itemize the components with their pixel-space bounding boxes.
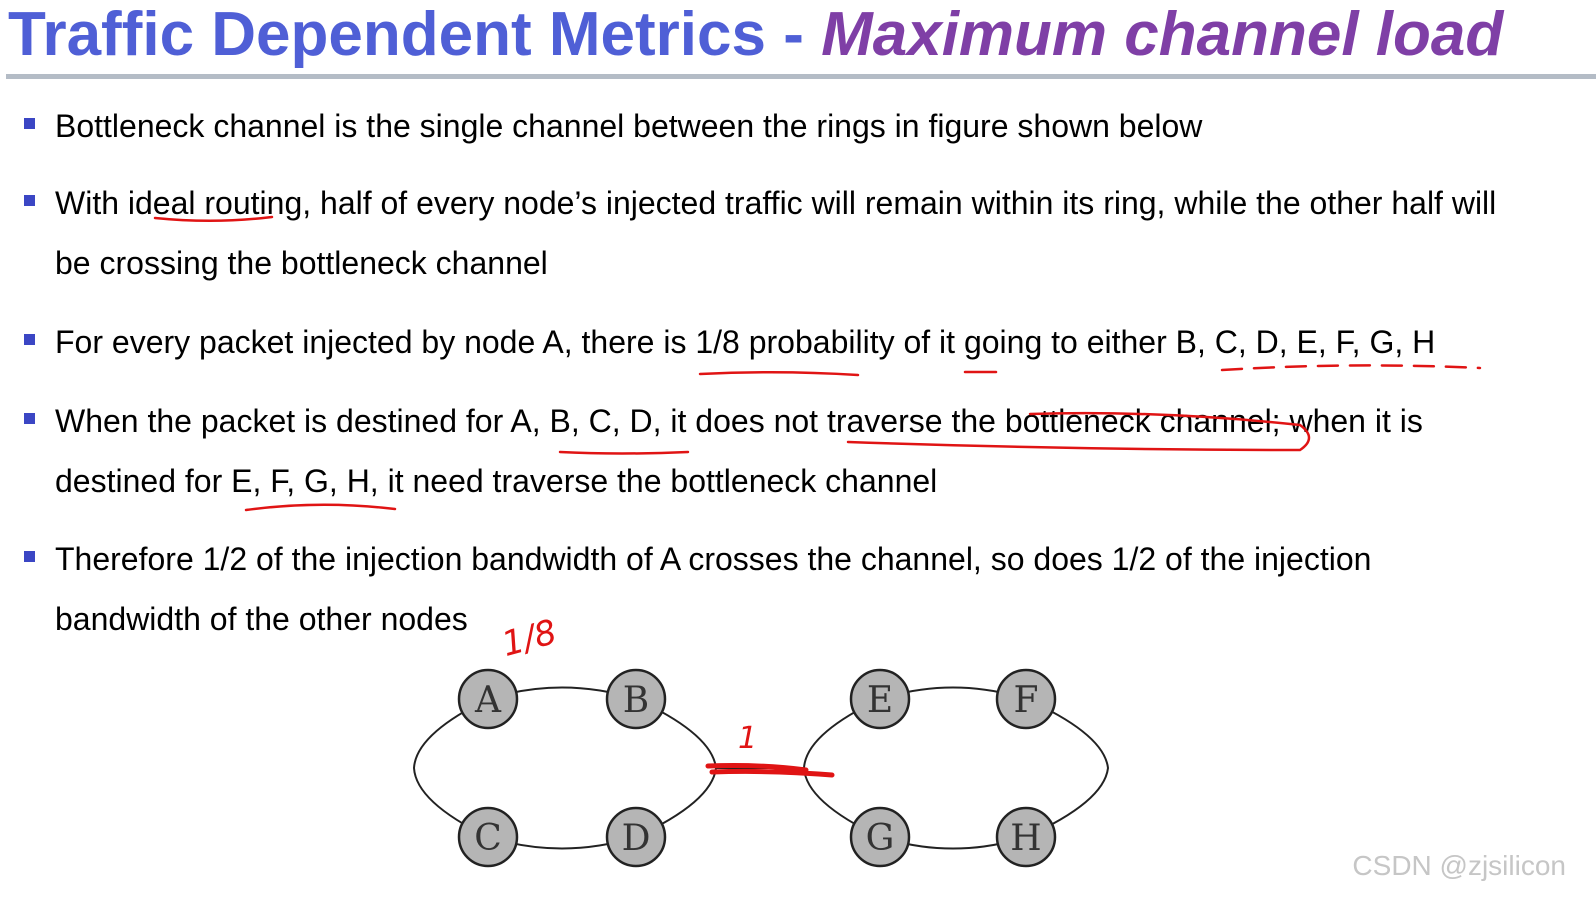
bullet-item-5: Therefore 1/2 of the injection bandwidth…: [24, 529, 1585, 649]
title-main: Traffic Dependent Metrics: [8, 0, 766, 69]
bullet-2-line-1: With ideal routing, half of every node’s…: [55, 185, 1497, 221]
title-subtitle: Maximum channel load: [821, 0, 1504, 69]
bullet-marker: [24, 334, 35, 345]
node-c: C: [457, 806, 519, 868]
node-a: A: [457, 668, 519, 730]
node-e: E: [849, 668, 911, 730]
bullet-1-line-1: Bottleneck channel is the single channel…: [55, 108, 1203, 144]
bullet-4-line-2: destined for E, F, G, H, it need travers…: [55, 463, 938, 499]
bullet-5-line-1: Therefore 1/2 of the injection bandwidth…: [55, 541, 1372, 577]
slide-title: Traffic Dependent Metrics - Maximum chan…: [8, 0, 1503, 70]
bullet-4-line-1: When the packet is destined for A, B, C,…: [55, 403, 1423, 439]
bullet-5-line-2: bandwidth of the other nodes: [55, 601, 468, 637]
watermark: CSDN @zjsilicon: [1352, 850, 1566, 881]
two-ring-network-figure: A B C D E F G H: [412, 668, 1110, 868]
node-label: A: [474, 680, 502, 721]
node-d: D: [605, 806, 667, 868]
bullet-item-1: Bottleneck channel is the single channel…: [24, 96, 1585, 156]
bullet-3-line-1: For every packet injected by node A, the…: [55, 324, 1436, 360]
title-separator: -: [765, 0, 822, 69]
underline-probability: [698, 370, 860, 377]
bullet-item-2: With ideal routing, half of every node’s…: [24, 173, 1585, 293]
node-label: C: [474, 818, 502, 859]
node-h: H: [995, 806, 1057, 868]
left-ring: [412, 686, 718, 850]
bullet-marker: [24, 413, 35, 424]
right-ring: [802, 686, 1110, 850]
bullet-marker: [24, 118, 35, 129]
bullet-marker: [24, 195, 35, 206]
node-label: G: [866, 818, 895, 859]
right-ring-outer-arc: [1025, 698, 1110, 838]
node-label: B: [623, 680, 649, 721]
node-g: G: [849, 806, 911, 868]
bullet-marker: [24, 551, 35, 562]
bullet-item-3: For every packet injected by node A, the…: [24, 312, 1585, 372]
title-divider: [6, 74, 1596, 79]
bullet-2-line-2: be crossing the bottleneck channel: [55, 245, 548, 281]
node-label: D: [622, 818, 651, 859]
node-b: B: [605, 668, 667, 730]
node-label: E: [867, 680, 893, 721]
bullet-item-4: When the packet is destined for A, B, C,…: [24, 391, 1585, 511]
node-label: F: [1014, 680, 1039, 721]
left-ring-outer-arc: [412, 698, 489, 838]
node-f: F: [995, 668, 1057, 730]
node-label: H: [1010, 818, 1041, 859]
